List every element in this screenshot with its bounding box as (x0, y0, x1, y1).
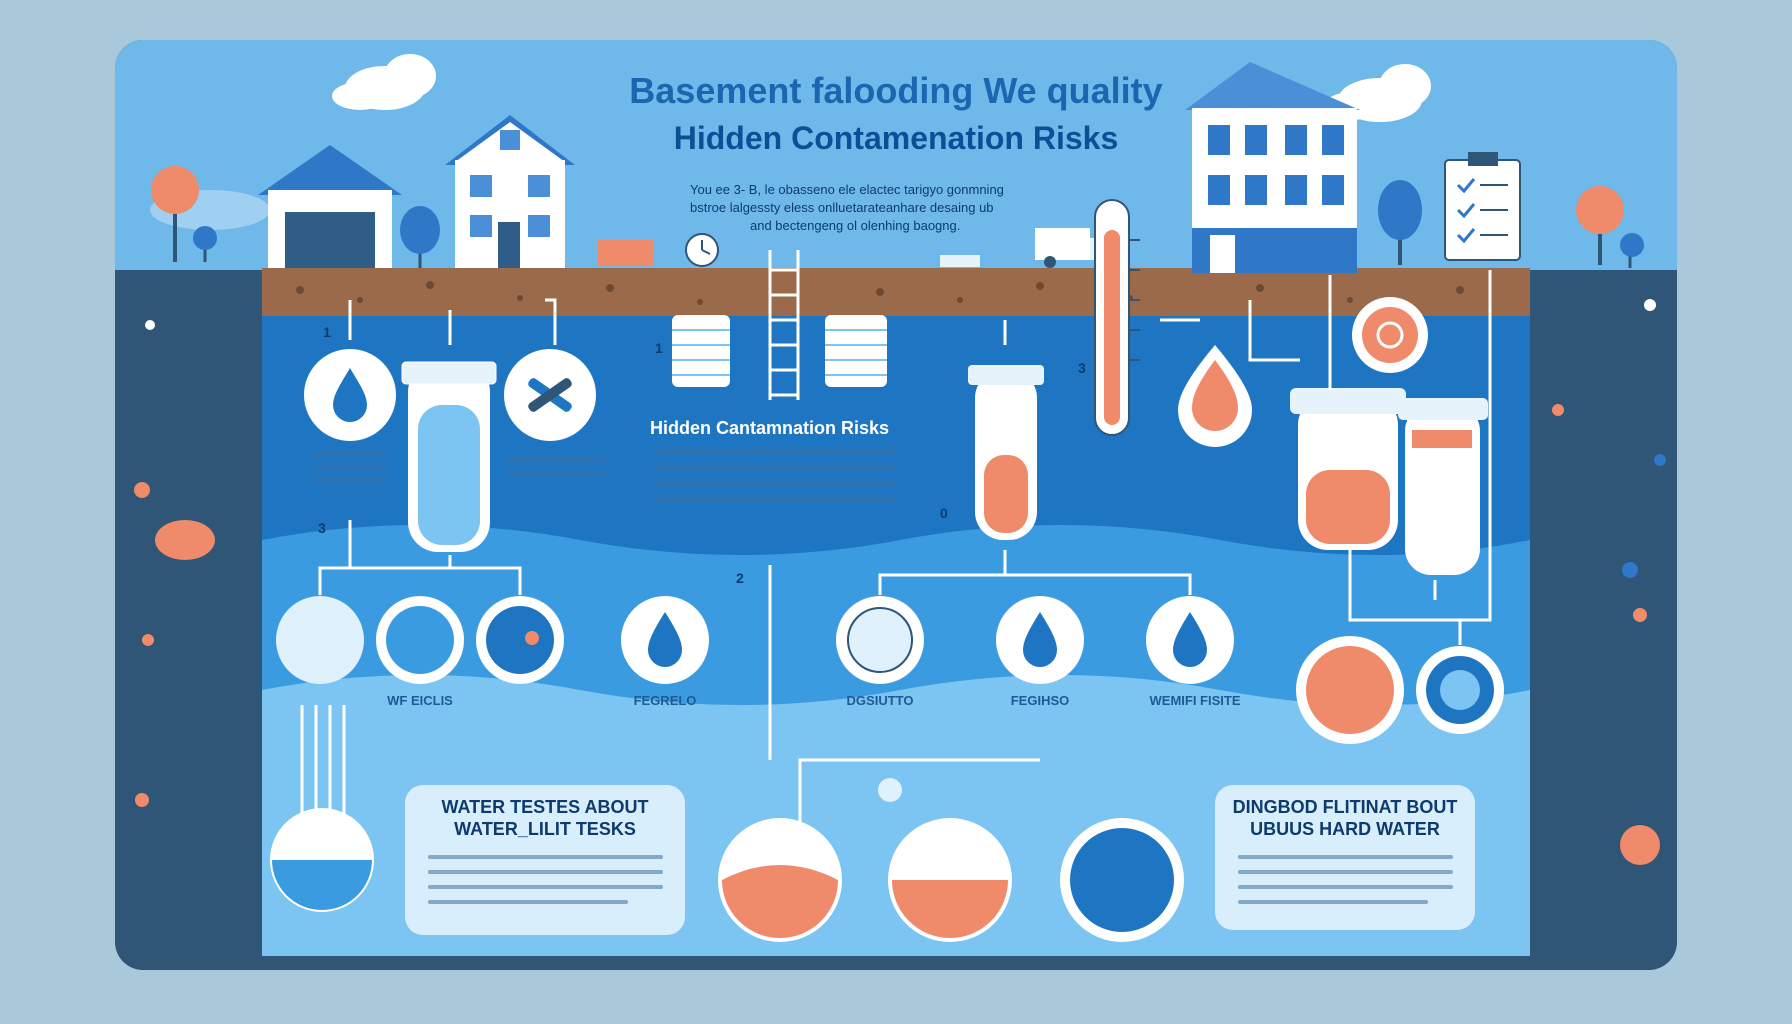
placeholder-text (655, 498, 895, 502)
placeholder-text (655, 466, 895, 470)
placeholder-text (1238, 870, 1453, 874)
truck-icon (598, 240, 653, 266)
water-drop-icon (621, 596, 1234, 684)
clipboard-checklist-icon (1444, 152, 1521, 261)
tools-icon (504, 349, 596, 441)
title-line-1: Basement falooding We quality (629, 70, 1163, 111)
decor-dots (134, 299, 1666, 865)
water-drop-icon (304, 349, 396, 441)
filter-cartridge-icon (1290, 388, 1488, 575)
right-box-title-2: UBUUS HARD WATER (1250, 819, 1440, 839)
placeholder-text (428, 870, 663, 874)
tree-icon (151, 166, 1644, 268)
filter-cartridge-icon (968, 365, 1044, 540)
house-icon (258, 145, 402, 268)
intro-line-1: You ee 3- B, le obasseno ele elactec tar… (690, 182, 1004, 197)
label-4: FEGIHSO (1010, 693, 1070, 708)
label-1: WF EICLIS (387, 693, 453, 708)
left-box-title-2: WATER_LILIT TESKS (454, 819, 636, 839)
flow-connectors (318, 270, 1492, 920)
placeholder-text (312, 478, 387, 482)
placeholder-text (1238, 855, 1453, 859)
left-box-title-1: WATER TESTES ABOUT (441, 797, 649, 817)
label-5: WEMIFI FISITE (1149, 693, 1241, 708)
title-line-2: Hidden Contamenation Risks (673, 120, 1119, 156)
bacteria-icon (276, 596, 364, 684)
step-number-5: 2 (736, 570, 744, 586)
placeholder-text (1238, 900, 1428, 904)
intro-line-2: bstroe lalgessty eless onlluetarateanhar… (690, 200, 994, 215)
intro-line-3: and bectengeng ol olenhing baogng. (750, 218, 961, 233)
placeholder-text (1238, 885, 1453, 889)
label-2: FEGRELO (633, 693, 697, 708)
ladder-icon (768, 250, 800, 400)
placeholder-text (428, 900, 628, 904)
placeholder-text (312, 465, 387, 469)
filter-cartridge-icon (672, 315, 887, 387)
filter-cartridge-icon (401, 361, 497, 552)
water-drop-icon (1178, 345, 1252, 447)
info-box-left (405, 785, 685, 935)
placeholder-text (312, 452, 387, 456)
step-number-4: 3 (1078, 360, 1086, 376)
step-number-2: 1 (655, 340, 663, 356)
bacteria-icon (1352, 297, 1428, 373)
label-3: DGSIUTTO (846, 693, 914, 708)
section-subtitle: Hidden Cantamnation Risks (650, 418, 890, 438)
placeholder-text (428, 855, 663, 859)
step-number-1: 1 (323, 324, 331, 340)
placeholder-text (428, 885, 663, 889)
step-number-3: 3 (318, 520, 326, 536)
thermometer-icon (1094, 199, 1140, 436)
placeholder-text (505, 472, 605, 476)
clock-icon (685, 233, 719, 267)
house-icon (445, 115, 575, 268)
bacteria-icon (836, 596, 1504, 744)
soil-layer (262, 268, 1530, 316)
right-box-title-1: DINGBOD FLITINAT BOUT (1232, 797, 1458, 817)
placeholder-text (655, 450, 895, 454)
placeholder-text (655, 482, 895, 486)
step-number-6: 0 (940, 505, 948, 521)
placeholder-text (505, 458, 605, 462)
house-icon (1185, 62, 1360, 273)
cloud-icon (332, 54, 1431, 122)
